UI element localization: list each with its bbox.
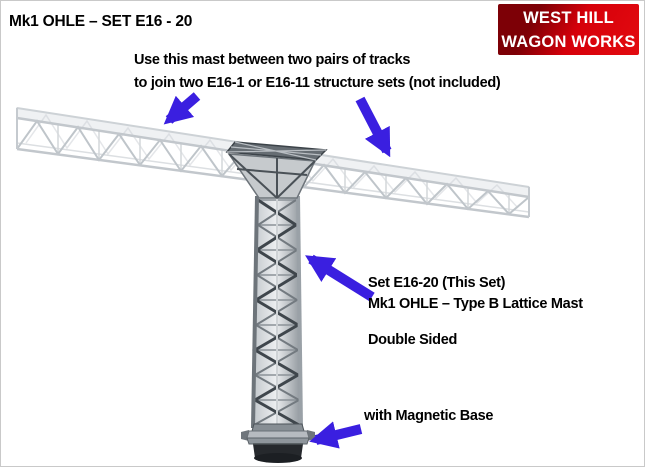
- usage-note-line1: Use this mast between two pairs of track…: [134, 52, 411, 68]
- arrow-to-mast-icon: [305, 254, 375, 302]
- lattice-mast: [251, 195, 303, 429]
- arrow-to-base-icon: [309, 421, 363, 449]
- logo-line2: WAGON WORKS: [501, 32, 636, 51]
- magnetic-base: [241, 423, 315, 463]
- usage-note: Use this mast between two pairs of track…: [134, 49, 501, 95]
- set-note-line3: Double Sided: [368, 332, 458, 348]
- usage-note-line2: to join two E16-1 or E16-11 structure se…: [134, 75, 501, 91]
- magnetic-base-note: with Magnetic Base: [364, 408, 494, 424]
- annotation-arrows: [163, 92, 392, 449]
- set-note: Set E16-20 (This Set) Mk1 OHLE – Type B …: [368, 273, 583, 351]
- logo-line1: WEST HILL: [523, 8, 614, 27]
- page-title: Mk1 OHLE – SET E16 - 20: [9, 13, 193, 30]
- arrow-to-beam-left-icon: [163, 92, 201, 125]
- west-hill-wagon-works-logo: WEST HILL WAGON WORKS: [498, 4, 639, 55]
- set-note-line1: Set E16-20 (This Set): [368, 275, 506, 291]
- arrow-to-beam-right-icon: [355, 96, 392, 158]
- set-note-line2: Mk1 OHLE – Type B Lattice Mast: [368, 296, 583, 312]
- mast-cap: [225, 141, 328, 199]
